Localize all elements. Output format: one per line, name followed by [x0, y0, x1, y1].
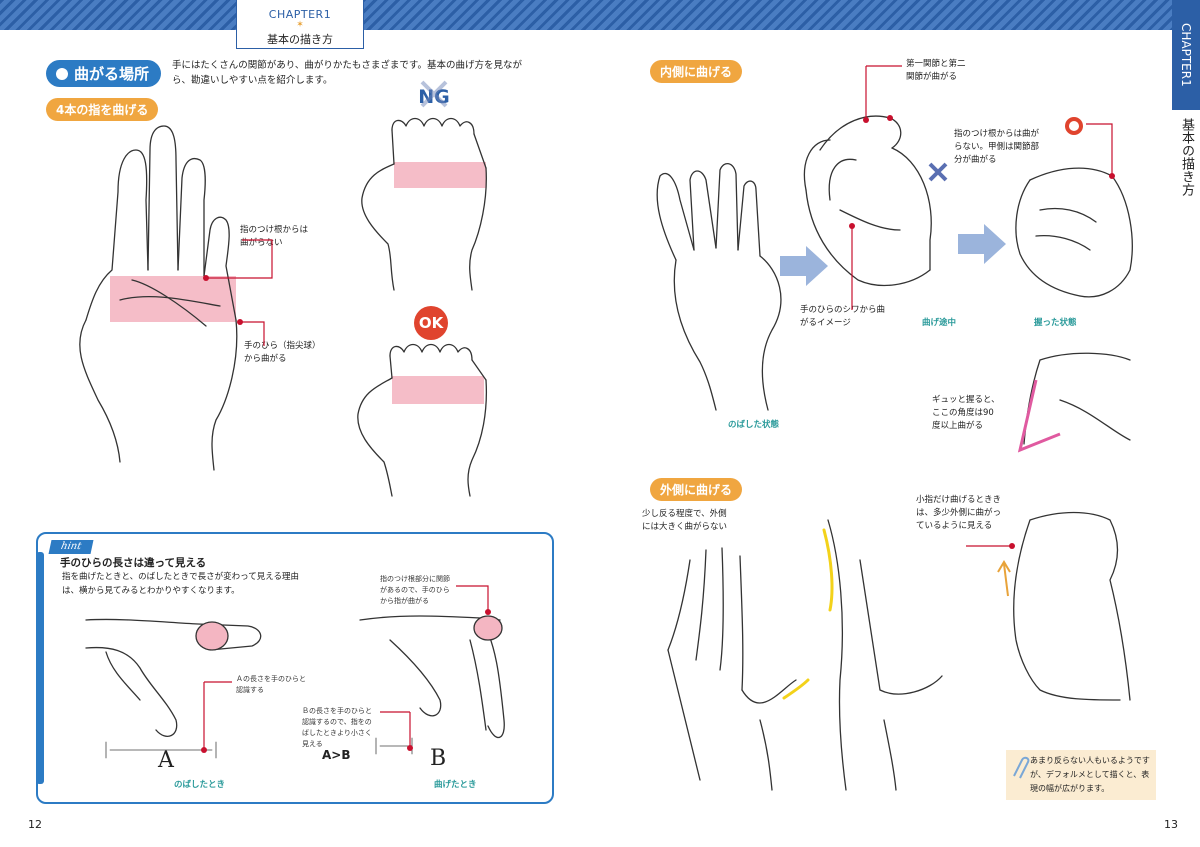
- fist-illustration: [1015, 167, 1133, 298]
- extended-hand-illustration: [656, 163, 782, 411]
- note-crease: 手のひらのシワから曲がるイメージ: [800, 305, 886, 328]
- leader-lines: [203, 65, 1113, 750]
- angle-marker: [1017, 379, 1061, 453]
- comparison-label: A>B: [322, 748, 351, 762]
- grip-angle-illustration: [1023, 352, 1131, 445]
- leader-dots: [201, 115, 1115, 753]
- note-back: 指のつけ根からは曲がらない。甲側は関節部分が曲がる: [954, 129, 1040, 165]
- chapter-label: CHAPTER1: [268, 8, 332, 21]
- x-icon: [928, 162, 948, 182]
- progress-arrows: [780, 224, 1006, 286]
- caption-extended: のばした状態: [728, 420, 780, 430]
- tip-box: [1006, 750, 1156, 800]
- arrow-right-icon: [780, 246, 828, 286]
- intro-text: 手にはたくさんの関節があり、曲がりかたもさまざまです。基本の曲げ方を見なが ら、…: [172, 60, 522, 86]
- note-palm: 手のひら（指尖球）から曲がる: [244, 341, 321, 364]
- outward-back-hand: [667, 547, 797, 791]
- note-joints: 第一関節と第二関節が曲がる: [906, 59, 966, 82]
- pinky-hand-illustration: [1013, 511, 1131, 701]
- caption-fist: 握った状態: [1034, 318, 1077, 328]
- note-finger-base: 指のつけ根からは曲がらない: [240, 225, 309, 248]
- dimension-b: [375, 737, 413, 755]
- open-palm-illustration: [79, 125, 238, 471]
- ok-badge: OK: [414, 306, 448, 340]
- hint-box: [36, 532, 554, 804]
- ng-x-mark: [420, 80, 448, 108]
- ok-hand-illustration: [357, 343, 488, 497]
- midway-hand-illustration: [803, 115, 932, 287]
- note-outward: 少し反る程度で、外側には大きく曲がらない: [642, 509, 728, 532]
- paperclip-icon: [1013, 756, 1030, 779]
- caption-midway: 曲げ途中: [922, 318, 957, 328]
- page-number-right: 13: [1164, 818, 1178, 831]
- hint-title: 手のひらの長さは違って見える: [60, 557, 207, 569]
- label-b: B: [430, 746, 447, 771]
- outward-label: 外側に曲げる: [650, 478, 743, 501]
- dimension-a: [105, 741, 217, 759]
- hint-extended-hand: [85, 618, 262, 737]
- circle-o-icon: [1065, 117, 1083, 135]
- label-a: A: [158, 748, 174, 773]
- ng-hand-illustration: [361, 117, 487, 291]
- side-chapter-tab: CHAPTER1: [1172, 0, 1200, 110]
- hint-text: 指を曲げたときと、のばしたときで長さが変わって見える理由は、横から見てみるとわか…: [62, 572, 299, 596]
- caption-bent-side: 曲げたとき: [434, 780, 477, 790]
- note-pinky: 小指だけ曲げるとききは、多少外側に曲がっているように見える: [916, 495, 1002, 531]
- inward-label: 内側に曲げる: [650, 60, 743, 83]
- hint-bent-hand: [359, 615, 505, 738]
- hint-note-a: Ａの長さを手のひらと認識する: [236, 675, 306, 694]
- bullet-dot-icon: [56, 68, 68, 80]
- page-number-left: 12: [28, 818, 42, 831]
- hint-note-b: Ｂの長さを手のひらと認識するので、指をの ばしたときより小さく見える: [302, 707, 372, 748]
- up-arrow-icon: [997, 560, 1011, 597]
- header-stripe-left: [0, 0, 236, 30]
- subsection-label: 4本の指を曲げる: [46, 98, 159, 121]
- caption-extended-side: のばしたとき: [174, 780, 226, 790]
- hint-side-bar: [36, 552, 44, 784]
- side-title: 基本の描き方: [1179, 118, 1194, 196]
- chapter-subtitle: 基本の描き方: [267, 33, 333, 46]
- header-stripe-right: [362, 0, 1172, 30]
- chapter-header-tab: CHAPTER1 ✶ 基本の描き方: [236, 0, 364, 49]
- section-title: 曲がる場所: [46, 60, 162, 87]
- arrow-right-icon: [958, 224, 1006, 264]
- star-icon: ✶: [296, 20, 304, 30]
- tip-text: あまり反らない人もいるようですが、デフォルメとして描くと、表現の幅が広がります。: [1030, 756, 1150, 793]
- hint-note-joint: 指のつけ根部分に関節があるので、手のひらから指が曲がる: [380, 575, 450, 605]
- outward-side-hand: [827, 519, 943, 791]
- flex-highlights: [782, 528, 834, 700]
